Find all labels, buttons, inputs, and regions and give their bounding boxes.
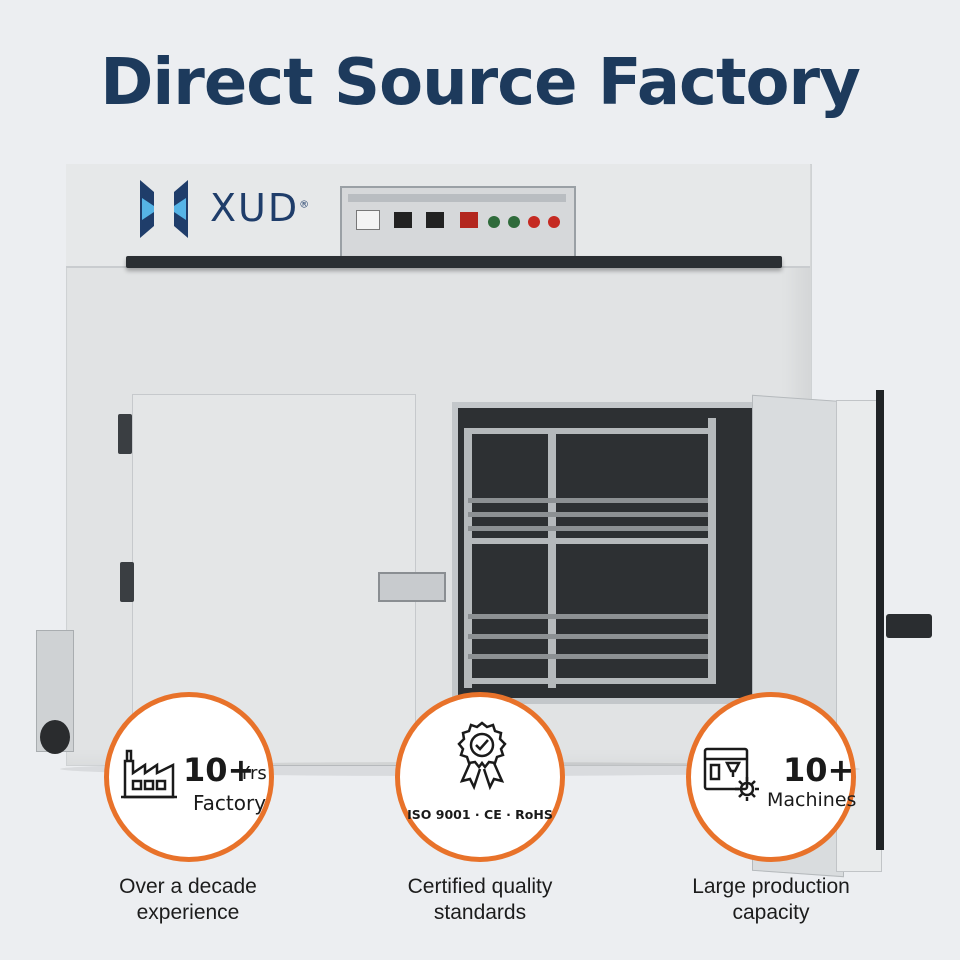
shelf bbox=[468, 654, 708, 659]
temperature-display bbox=[394, 212, 412, 228]
rack-rail bbox=[464, 428, 716, 434]
years-number: 10+ bbox=[183, 751, 255, 789]
top-rail bbox=[126, 256, 782, 268]
control-panel bbox=[340, 186, 576, 260]
emergency-stop-button bbox=[548, 216, 560, 228]
caption-quality: Certified quality standards bbox=[407, 875, 553, 924]
shelf bbox=[468, 526, 708, 531]
green-button bbox=[488, 216, 500, 228]
green-button-2 bbox=[508, 216, 520, 228]
rack-post bbox=[708, 418, 716, 678]
shelf bbox=[468, 498, 708, 503]
machines-number: 10+ bbox=[783, 751, 855, 789]
indicator-display bbox=[460, 212, 478, 228]
brand-name: XUD® bbox=[210, 186, 312, 230]
upper-hinge bbox=[118, 414, 132, 454]
factory-icon bbox=[121, 749, 177, 799]
analog-meter bbox=[356, 210, 380, 230]
factory-label: Factory bbox=[193, 791, 267, 815]
door-latch bbox=[378, 572, 446, 602]
door-handle bbox=[886, 614, 932, 638]
caption-experience: Over a decade experience bbox=[119, 875, 257, 924]
caption-capacity: Large production capacity bbox=[692, 875, 850, 924]
rack-rail bbox=[464, 678, 716, 684]
rack-post bbox=[464, 428, 472, 688]
red-button bbox=[528, 216, 540, 228]
xud-logo-mark bbox=[140, 180, 188, 238]
cert-label: ISO 9001 · CE · RoHS bbox=[407, 807, 553, 822]
industrial-oven-photo: XUD® bbox=[0, 150, 960, 878]
machines-label: Machines bbox=[767, 789, 857, 811]
badge-certifications: ISO 9001 · CE · RoHS bbox=[395, 692, 565, 862]
timer-display bbox=[426, 212, 444, 228]
rack-post bbox=[548, 428, 556, 688]
door-lock-bar bbox=[876, 390, 884, 850]
shelf bbox=[468, 634, 708, 639]
caster-wheel bbox=[40, 720, 70, 754]
page-headline: Direct Source Factory bbox=[100, 46, 861, 120]
years-unit: Yrs bbox=[239, 763, 267, 784]
shelf bbox=[468, 512, 708, 517]
lower-hinge bbox=[120, 562, 134, 602]
machine-gear-icon bbox=[703, 747, 759, 801]
panel-label-strip bbox=[348, 194, 566, 202]
shelf bbox=[468, 614, 708, 619]
badge-machines: 10+ Machines bbox=[686, 692, 856, 862]
certified-ribbon-icon bbox=[457, 721, 507, 791]
rack-rail bbox=[464, 538, 716, 544]
oven-chamber bbox=[452, 402, 764, 704]
badge-factory-years: 10+ Yrs Factory bbox=[104, 692, 274, 862]
